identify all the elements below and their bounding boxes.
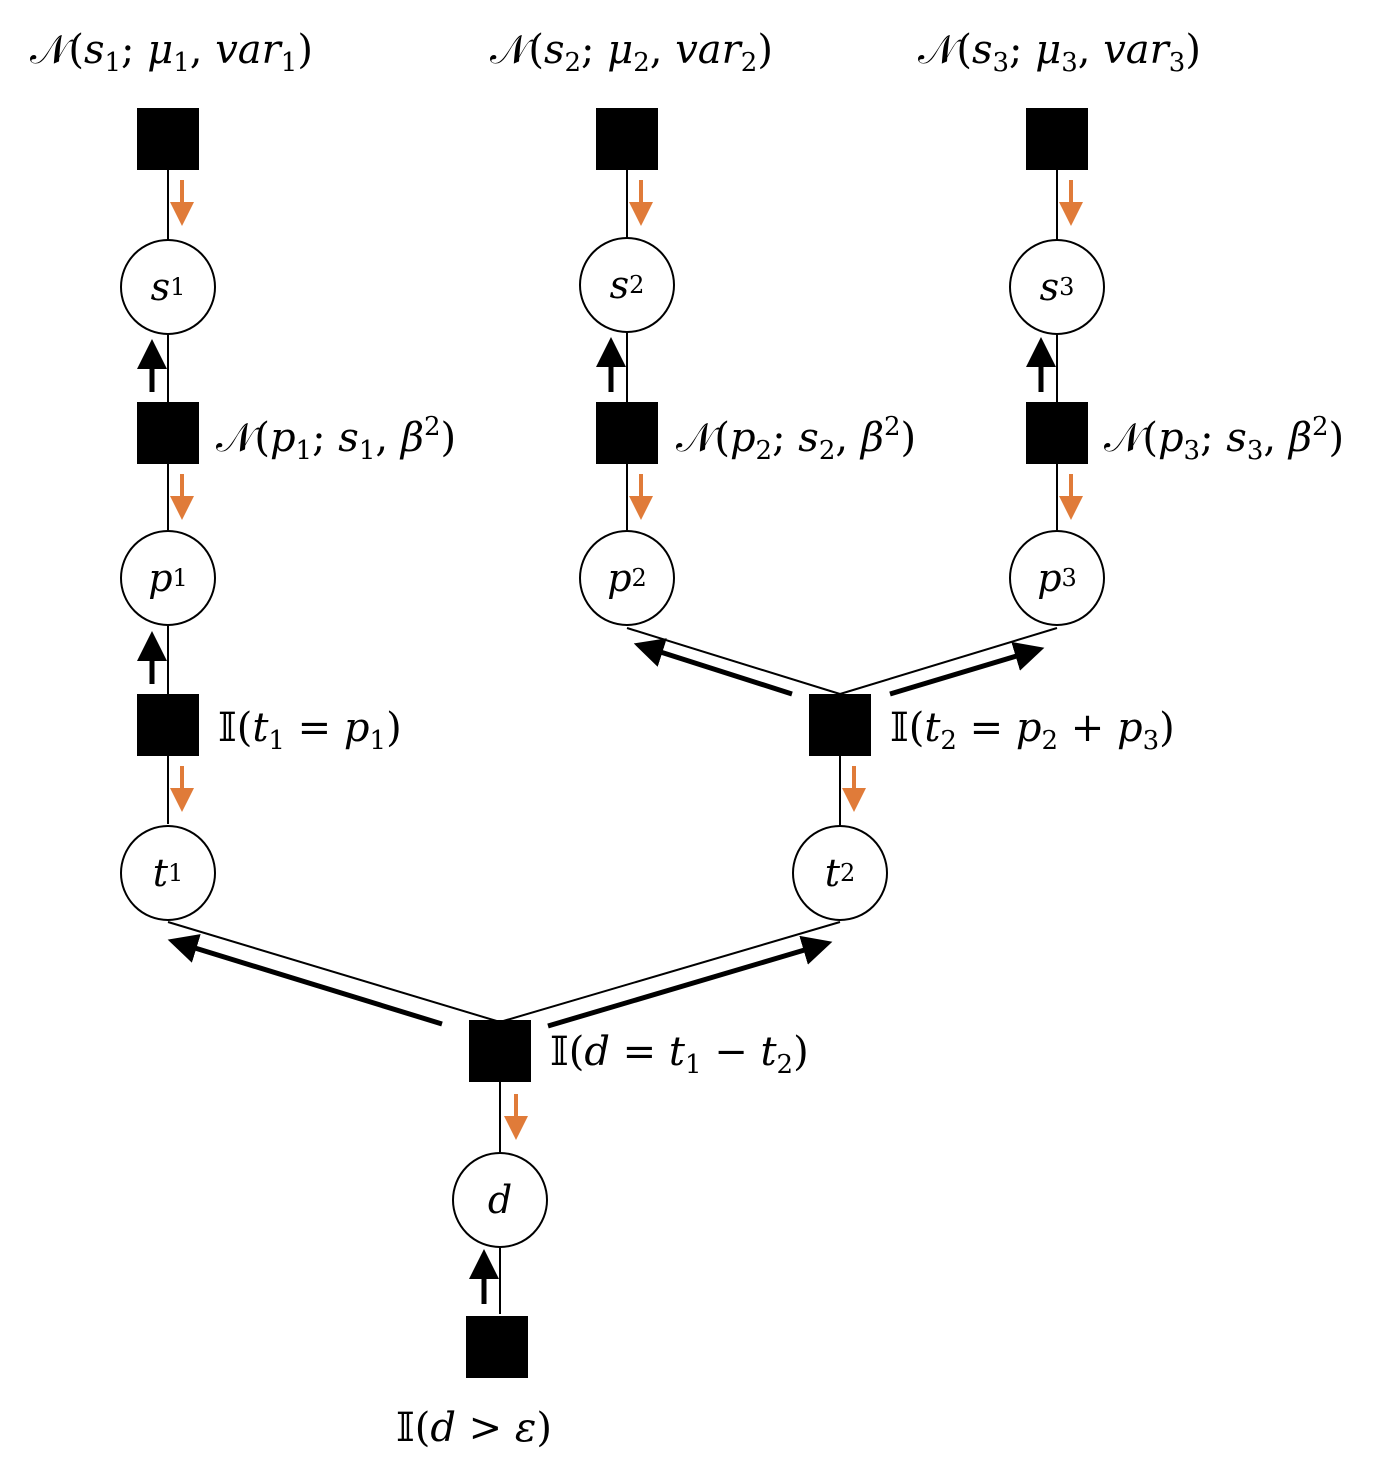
msg-diag-arrow bbox=[547, 935, 833, 1029]
edge-t2-diff bbox=[499, 921, 841, 1023]
upward-messages bbox=[137, 337, 1056, 1304]
label-perf-3: 𝒩(p3; s3, β2) bbox=[1104, 412, 1345, 466]
variable-p1 bbox=[120, 530, 216, 626]
variable-p3 bbox=[1009, 530, 1105, 626]
edge-p2-team2 bbox=[626, 627, 841, 695]
variable-s2 bbox=[579, 237, 675, 333]
factor-outcome bbox=[466, 1316, 528, 1378]
label-diff: 𝕀(d = t1 − t2) bbox=[550, 1029, 809, 1080]
label-prior-s1: 𝒩(s1; μ1, var1) bbox=[30, 27, 313, 78]
factor-team-2 bbox=[809, 694, 871, 756]
variable-s1 bbox=[120, 239, 216, 335]
factor-diff bbox=[469, 1020, 531, 1082]
factor-team-1 bbox=[137, 694, 199, 756]
edge-t1-diff bbox=[167, 921, 501, 1023]
edge-p3-team2 bbox=[839, 627, 1058, 695]
variable-nodes bbox=[120, 237, 1105, 1248]
factor-perf-3 bbox=[1026, 402, 1088, 464]
variable-t2 bbox=[792, 825, 888, 921]
factor-perf-1 bbox=[137, 402, 199, 464]
variable-d bbox=[452, 1152, 548, 1248]
label-team-1: 𝕀(t1 = p1) bbox=[218, 705, 402, 756]
variable-p2 bbox=[579, 530, 675, 626]
factor-perf-2 bbox=[596, 402, 658, 464]
label-prior-s2: 𝒩(s2; μ2, var2) bbox=[490, 27, 773, 78]
node-label-d: d bbox=[487, 1178, 513, 1222]
variable-s3 bbox=[1009, 239, 1105, 335]
factor-prior-s1 bbox=[137, 108, 199, 170]
label-perf-2: 𝒩(p2; s2, β2) bbox=[676, 412, 917, 466]
label-perf-1: 𝒩(p1; s1, β2) bbox=[216, 412, 457, 466]
msg-diag-arrow bbox=[633, 638, 793, 697]
downward-messages bbox=[170, 180, 1083, 1140]
factor-prior-s2 bbox=[596, 108, 658, 170]
label-outcome: 𝕀(d > ε) bbox=[396, 1405, 552, 1451]
variable-t1 bbox=[120, 825, 216, 921]
label-team-2: 𝕀(t2 = p2 + p3) bbox=[890, 705, 1175, 756]
msg-diag-arrow bbox=[167, 934, 443, 1027]
msg-diag-arrow bbox=[889, 641, 1045, 697]
label-prior-s3: 𝒩(s3; μ3, var3) bbox=[918, 27, 1201, 78]
factor-prior-s3 bbox=[1026, 108, 1088, 170]
factor-nodes bbox=[137, 108, 1088, 1378]
